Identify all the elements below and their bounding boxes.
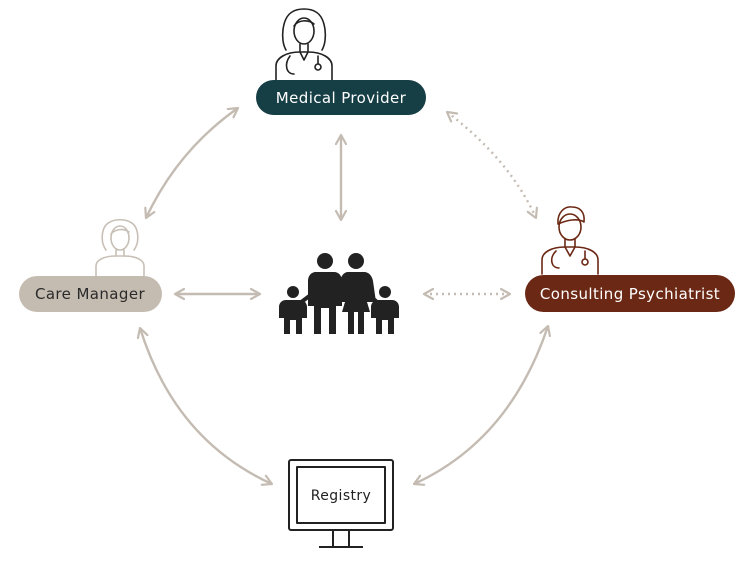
female-doctor-icon <box>275 8 333 81</box>
consulting-psychiatrist-pill <box>525 275 735 312</box>
medical-provider-label: Medical Provider <box>276 89 407 107</box>
medical-provider-node: Medical Provider <box>256 8 426 115</box>
medical-provider-pill <box>256 80 426 115</box>
family-icon <box>279 253 399 334</box>
connections <box>140 108 548 484</box>
arrow-psychiatrist-registry <box>414 326 548 484</box>
male-doctor-icon <box>541 206 599 275</box>
registry-node: Registry <box>288 459 394 548</box>
consulting-psychiatrist-node: Consulting Psychiatrist <box>525 206 735 312</box>
registry-label: Registry <box>311 488 372 504</box>
female-person-icon <box>95 218 145 277</box>
consulting-psychiatrist-label: Consulting Psychiatrist <box>540 285 720 303</box>
care-manager-label: Care Manager <box>35 285 145 303</box>
care-manager-node: Care Manager <box>19 218 162 312</box>
dotted-arrow-provider-psychiatrist <box>447 112 536 218</box>
arrow-provider-care-manager <box>146 108 238 218</box>
care-manager-pill <box>19 276 162 312</box>
arrow-care-manager-registry <box>140 328 272 484</box>
computer-monitor-icon <box>288 459 394 548</box>
